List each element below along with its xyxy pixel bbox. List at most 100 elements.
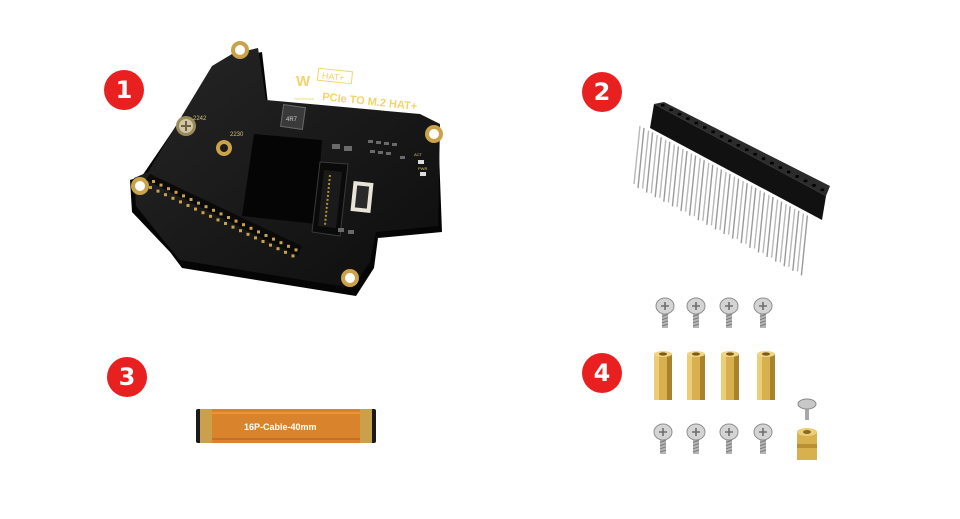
header-pin	[702, 162, 710, 221]
size-label-2230: 2230	[230, 132, 244, 138]
gpio-pin	[149, 186, 152, 189]
screw	[653, 423, 673, 454]
brass-standoff	[687, 351, 705, 400]
header-pin	[788, 208, 796, 267]
gpio-pin	[159, 183, 163, 187]
header-pin	[800, 215, 809, 276]
size-label-2242: 2242	[193, 116, 207, 122]
header-pin	[671, 146, 680, 207]
item-number-badge-1: 1	[104, 70, 144, 110]
gpio-pin	[269, 243, 272, 247]
screw	[753, 297, 773, 328]
gpio-pin	[279, 241, 283, 245]
header-socket-hole	[778, 166, 783, 169]
item-number-badge-3: 3	[107, 357, 147, 397]
gpio-pin	[179, 200, 182, 204]
header-socket-hole	[753, 152, 757, 156]
gpio-pin	[216, 218, 220, 222]
header-pin	[645, 132, 654, 193]
header-pin	[757, 192, 766, 253]
header-socket-hole	[694, 121, 699, 125]
short-screw	[797, 398, 817, 420]
header-pin	[740, 183, 748, 244]
header-pin	[745, 185, 753, 244]
gpio-pin	[242, 223, 245, 227]
brass-standoff	[721, 351, 739, 400]
smd-components	[332, 140, 426, 234]
header-socket-hole	[686, 117, 690, 120]
screw	[655, 297, 675, 328]
gpio-pin	[261, 240, 265, 243]
header-pin	[731, 178, 740, 239]
pcb-surface	[134, 48, 440, 288]
screws-row-top	[655, 297, 773, 328]
screw	[753, 423, 773, 454]
brass-spacer	[797, 428, 817, 460]
header-pin	[796, 213, 805, 272]
header-pin	[774, 201, 783, 262]
header-socket-hole	[745, 148, 749, 151]
brand-text: Waveshare	[294, 96, 315, 101]
header-pin	[650, 135, 658, 194]
brass-standoff	[654, 351, 672, 400]
header-pin	[697, 160, 705, 221]
header-pins	[633, 125, 809, 276]
header-pin	[714, 169, 723, 230]
header-socket-hole	[795, 175, 799, 178]
ffc-connector	[350, 181, 374, 213]
gpio-pin	[294, 248, 298, 252]
gpio-pin	[264, 234, 268, 237]
header-pin	[792, 210, 800, 271]
gpio-pin	[209, 214, 212, 218]
header-pin	[723, 173, 731, 235]
gpio-pin	[174, 190, 178, 194]
item-number-badge-2: 2	[582, 72, 622, 112]
gpio-pin	[152, 180, 155, 183]
pwr-label: PWR	[418, 166, 427, 171]
header-socket-hole	[719, 135, 724, 138]
gpio-pin	[284, 250, 287, 254]
mounting-holes	[131, 41, 443, 287]
gpio-pin	[156, 189, 160, 193]
header-pin	[779, 204, 787, 263]
gpio-pin	[276, 247, 280, 251]
inductor: 4R7	[280, 104, 306, 130]
gpio-pin	[201, 211, 205, 215]
gpio-pin	[164, 193, 167, 197]
header-housing-front	[650, 104, 826, 220]
gpio-pin	[291, 254, 295, 258]
gpio-pin	[246, 232, 250, 236]
screw	[686, 297, 706, 328]
header-pin	[710, 167, 719, 226]
gpio-pin	[186, 204, 190, 207]
gpio-pin	[219, 212, 223, 216]
gpio-pin	[182, 194, 185, 198]
gpio-pin	[189, 198, 193, 201]
brass-standoffs	[654, 351, 775, 400]
header-housing-top	[654, 102, 830, 196]
header-socket-hole	[703, 126, 707, 129]
header-pin	[684, 153, 693, 212]
header-pin	[676, 148, 684, 208]
header-pin	[641, 130, 650, 189]
header-pin	[706, 164, 714, 225]
gpio-pin	[197, 201, 200, 205]
header-socket-hole	[820, 188, 825, 192]
header-pin	[667, 144, 676, 203]
header-pin	[762, 194, 770, 254]
header-pin	[663, 141, 671, 202]
gpio-header	[146, 174, 302, 258]
brand-logo: W	[296, 73, 311, 90]
header-pin	[637, 127, 645, 189]
gpio-pin	[272, 237, 275, 241]
header-socket-hole	[677, 112, 682, 116]
m2-slot	[311, 161, 349, 237]
gpio-pin	[171, 196, 175, 200]
header-socket-hole	[711, 130, 715, 134]
header-pin	[659, 139, 667, 198]
